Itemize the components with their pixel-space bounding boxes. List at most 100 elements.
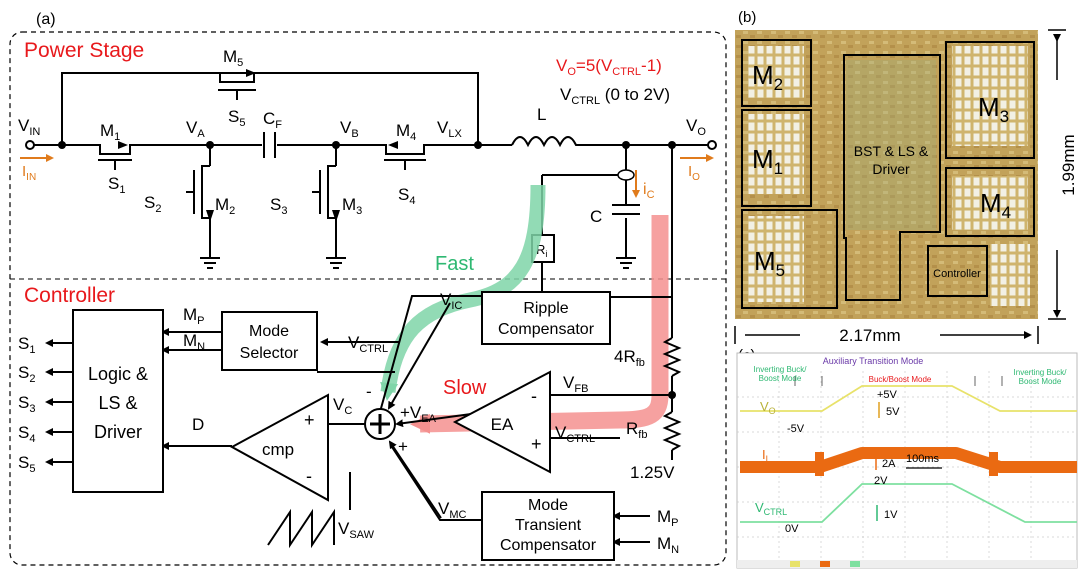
- sum-inputs: [387, 302, 451, 519]
- mtc-line-1: Mode: [528, 497, 568, 514]
- ann-0v: 0V: [785, 523, 799, 535]
- ann-5v: 5V: [886, 406, 900, 418]
- logic-outputs: [45, 339, 73, 466]
- vo-equation: VO=5(VCTRL-1): [556, 56, 662, 78]
- panel-a-label: (a): [36, 11, 56, 28]
- scope-grid: [737, 371, 1077, 560]
- il-trace: [740, 447, 1077, 473]
- ann-2a: 2A: [882, 458, 896, 470]
- out-s1: S1: [18, 334, 35, 356]
- vc-label: VC: [333, 395, 352, 417]
- vo-trace: [740, 385, 1077, 412]
- m2-label: M2: [215, 195, 235, 217]
- ripple-comp-block: [481, 291, 611, 345]
- die-dimensions: [734, 29, 1066, 344]
- cmp-minus: -: [306, 466, 312, 486]
- vsaw-label: VSAW: [338, 519, 375, 541]
- out-s3: S3: [18, 393, 35, 415]
- ea-amplifier: [452, 370, 551, 474]
- die-bst-1: BST & LS &: [854, 143, 929, 159]
- die-pads: [748, 46, 1030, 306]
- power-stage-labels: VIN M1 VA VB M4 VLX VO M5 S5 S1 S4 S2 M2…: [18, 47, 706, 217]
- vo-terminal: [707, 140, 717, 150]
- ch3-swatch: [850, 561, 860, 567]
- cmp-plus: +: [304, 410, 315, 430]
- vctrl-range: VCTRL (0 to 2V): [560, 85, 670, 107]
- mn-label: MN: [183, 331, 205, 353]
- ch1-swatch: [790, 561, 800, 567]
- scope-frame: [736, 352, 1078, 569]
- mode-inv-left-1: Inverting Buck/: [754, 365, 808, 374]
- rfb-label: Rfb: [626, 419, 647, 441]
- ri-label: Ri: [536, 242, 547, 259]
- m1-label: M1: [100, 121, 120, 143]
- vic-label: VIC: [440, 290, 462, 312]
- ann-m5v: -5V: [787, 423, 805, 435]
- logic-line-1: Logic &: [88, 364, 148, 384]
- inductor-label: L: [537, 105, 546, 124]
- vb-label: VB: [340, 118, 359, 140]
- il-spike-left: [815, 452, 824, 476]
- ref-label: 1.25V: [630, 463, 675, 482]
- cf-label: CF: [263, 109, 282, 131]
- panel-b-label: (b): [738, 9, 756, 26]
- sum-plus-bottom: +: [398, 437, 408, 456]
- die-blocks: [741, 39, 1035, 309]
- c-label: C: [590, 207, 602, 226]
- controller-wires: [161, 295, 672, 546]
- s5-label: S5: [228, 107, 245, 129]
- mode-aux: Auxiliary Transition Mode: [823, 356, 924, 366]
- cmp-label: cmp: [262, 440, 294, 459]
- output-capacitor: [612, 204, 640, 215]
- scope-il-label: IL: [762, 447, 771, 464]
- ch2-swatch: [820, 561, 830, 567]
- die-m2: M2: [752, 60, 783, 94]
- mtc-line-2: Transient: [515, 517, 582, 534]
- mode-buck-boost: Buck/Boost Mode: [869, 375, 932, 384]
- s2-label: S2: [144, 193, 161, 215]
- die-m5: M5: [754, 246, 785, 280]
- ann-2v: 2V: [874, 475, 888, 487]
- panel-a-frame: [9, 31, 727, 566]
- vo-label: VO: [686, 116, 706, 138]
- ripple-line-2: Compensator: [498, 321, 595, 338]
- iin-label: IIN: [22, 163, 36, 183]
- m5-label: M5: [223, 47, 243, 69]
- s1-label: S1: [108, 174, 125, 196]
- comparator: [229, 393, 329, 502]
- s3-label: S3: [270, 195, 287, 217]
- vfb-label: VFB: [563, 373, 588, 395]
- fast-path: [380, 184, 546, 401]
- sawtooth-icon: [267, 508, 335, 549]
- m3-label: M3: [342, 195, 362, 217]
- fast-label: Fast: [435, 253, 474, 275]
- ea-plus: +: [531, 434, 542, 454]
- logic-line-2: LS &: [98, 393, 137, 413]
- sum-minus: -: [366, 382, 372, 401]
- mp-label: MP: [183, 305, 205, 327]
- panel-b: (b) M2 M1 M5 M3 M4 BST &: [734, 9, 1078, 345]
- mode-inv-left-2: Boost Mode: [759, 374, 802, 383]
- mode-transient-block: [481, 491, 615, 561]
- die-controller: Controller: [933, 268, 981, 280]
- vlx-label: VLX: [437, 118, 462, 140]
- ann-1v: 1V: [884, 509, 898, 521]
- ea-label: EA: [491, 415, 514, 434]
- current-sense: [617, 169, 635, 181]
- va-label: VA: [186, 118, 205, 140]
- transistors: [92, 73, 432, 226]
- logic-block: [72, 309, 164, 493]
- vmc-label: VMC: [438, 499, 467, 521]
- mtc-line-3: Compensator: [500, 537, 597, 554]
- transistor-arrows: [118, 69, 398, 222]
- rfb-resistor: [662, 411, 682, 451]
- inductor: [511, 136, 580, 148]
- il-spike-right: [989, 452, 998, 476]
- power-stage-title: Power Stage: [24, 39, 144, 62]
- ripple-line-1: Ripple: [523, 300, 568, 317]
- mode-inv-right-1: Inverting Buck/: [1014, 368, 1068, 377]
- scope-vo-label: VO: [760, 399, 776, 416]
- slow-label: Slow: [443, 377, 487, 399]
- panel-c: (c) Inverting Buck/ Boost Mode Auxiliary: [736, 347, 1078, 569]
